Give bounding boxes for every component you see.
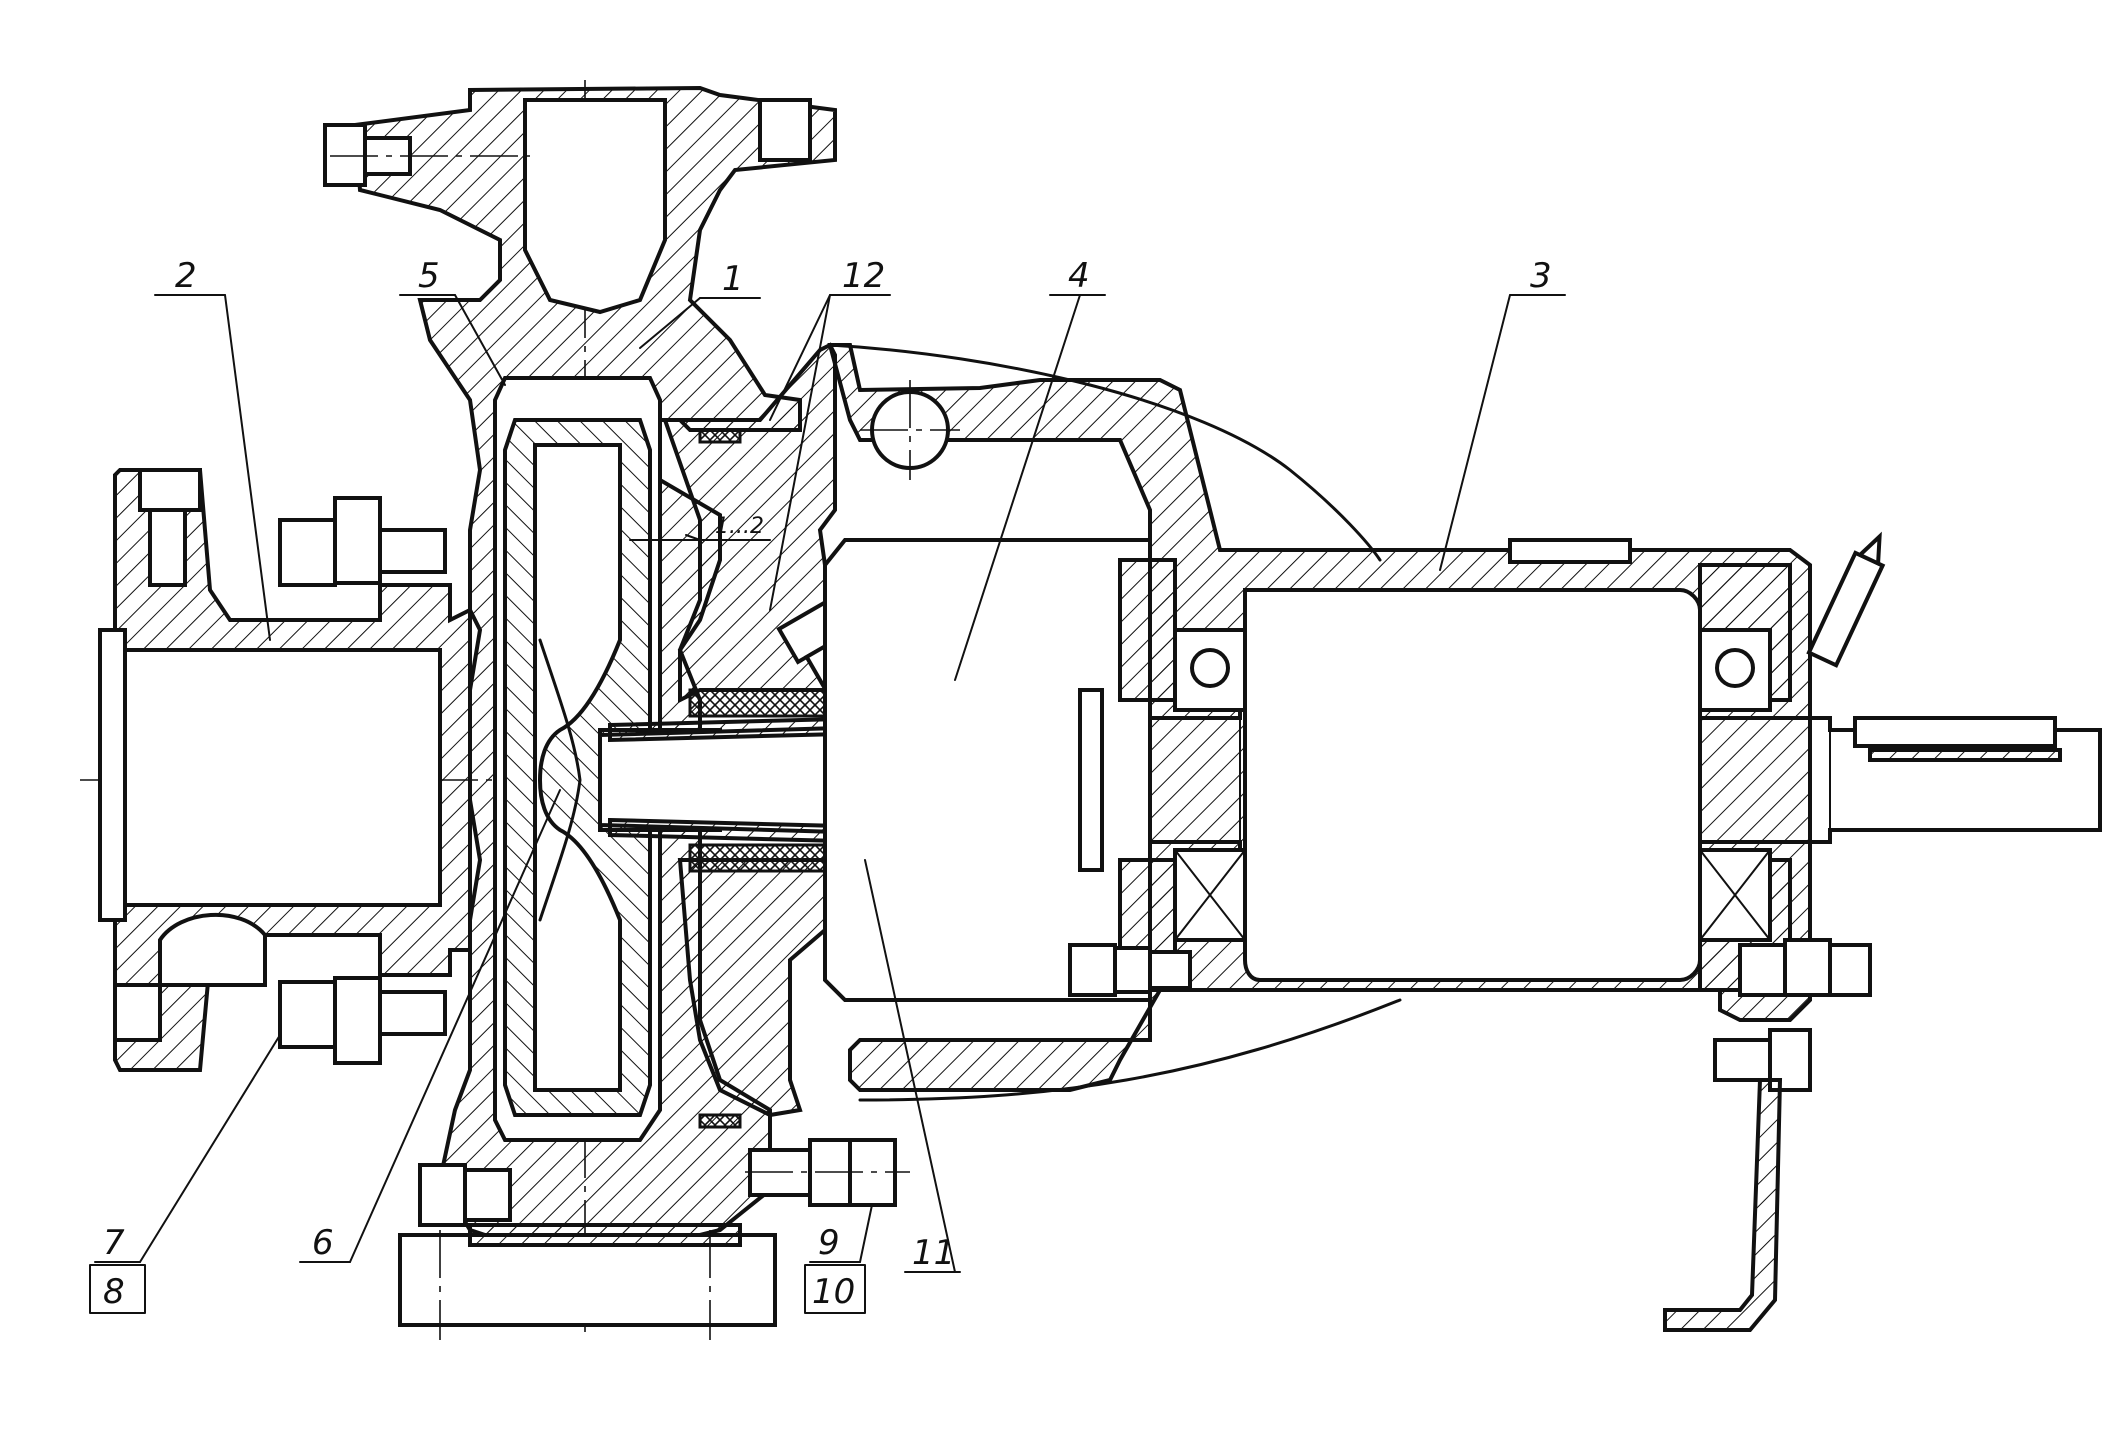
o-ring-top [698,428,742,444]
o-ring-bottom [698,1113,742,1129]
callout-4: 4 [954,256,1106,681]
callout-7-8: 7 8 [89,1034,281,1314]
callout-label-2: 2 [175,256,197,296]
callout-label-11: 11 [912,1233,955,1273]
callout-label-1: 1 [722,259,744,299]
callout-6: 6 [299,789,561,1263]
callout-label-10: 10 [812,1272,855,1312]
bearing-front [1173,628,1247,942]
callout-2: 2 [154,256,271,641]
lifting-eye [860,380,960,480]
bracket-bolt-left [1068,943,1192,997]
cover-stud-upper [278,496,447,587]
callout-label-5: 5 [418,256,440,296]
callout-5: 5 [399,256,506,386]
gap-annotation: 1...2 [629,514,771,541]
callout-label-3: 3 [1530,256,1552,296]
grease-nipple [1806,531,1886,668]
callout-label-7: 7 [103,1223,125,1263]
casing-foot [398,1223,777,1340]
suction-cover [98,468,472,1072]
support-foot-angle [1663,1078,1783,1332]
callout-11: 11 [864,859,961,1273]
support-foot-bolt [1713,1028,1812,1092]
callout-9-10: 9 10 [804,1204,873,1314]
callout-label-6: 6 [312,1223,334,1263]
callout-label-4: 4 [1068,256,1090,296]
bearing-bracket [823,343,1812,1102]
callout-12: 12 [769,256,891,611]
bearing-rear [1698,628,1772,942]
callout-label-8: 8 [103,1272,125,1312]
casing-foot-bolt-left [418,1163,512,1227]
shaft-sleeve [608,715,882,845]
flinger-ring [1078,688,1104,872]
casing-cover-bolt-9-10 [745,1138,910,1207]
suction-flange-stud-lower [113,983,162,1042]
gap-annotation-text: 1...2 [715,514,764,539]
callout-label-12: 12 [842,256,885,296]
callout-label-9: 9 [818,1223,840,1263]
cover-stud-lower [278,976,447,1065]
suction-flange-bolt-top [138,468,202,587]
callout-3: 3 [1439,256,1566,571]
callout-1: 1 [639,259,761,349]
bracket-bolt-right [1738,938,1872,997]
discharge-flange-bolt [323,98,812,187]
